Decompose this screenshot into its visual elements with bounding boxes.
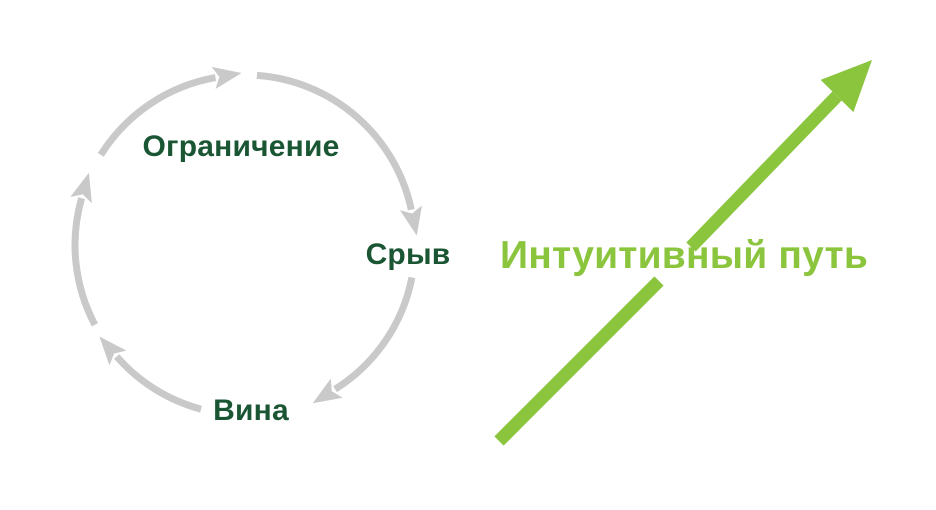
growth-arrow-shaft-upper	[686, 91, 842, 252]
cycle-arc-bottom-right-arrow-icon	[312, 276, 416, 404]
intuitive-path-arrow-icon	[494, 60, 872, 446]
cycle-label-guilt: Вина	[213, 394, 289, 427]
growth-arrow-shaft-lower	[494, 276, 664, 446]
cycle-arc-top-left-arrow-icon	[97, 66, 242, 157]
intuitive-path-label: Интуитивный путь	[499, 234, 869, 277]
cycle-arc-bottom-left-arrow-icon	[99, 336, 202, 413]
growth-arrow-head	[820, 60, 872, 113]
cycle-label-limitation: Ограничение	[142, 130, 340, 163]
cycle-label-breakdown: Срыв	[365, 238, 451, 271]
cycle-arc-left-arrow-icon	[70, 172, 98, 327]
cycle-arc-right-arrow-icon	[256, 71, 422, 236]
